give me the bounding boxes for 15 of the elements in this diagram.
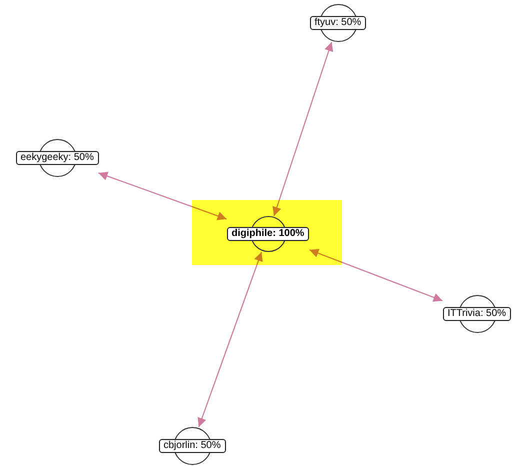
graph-node — [16, 139, 98, 177]
graph-node — [226, 216, 310, 252]
node-label: ITTrivia: 50% — [442, 307, 512, 321]
node-label: ftyuv: 50% — [310, 16, 366, 30]
node-label: eekygeeky: 50% — [16, 151, 99, 165]
graph-node — [442, 295, 512, 333]
arrow — [198, 252, 263, 428]
arrow — [272, 42, 334, 216]
graph-node — [310, 4, 366, 42]
node-label: digiphile: 100% — [226, 227, 310, 241]
highlight-box — [192, 200, 342, 265]
graph-node — [158, 427, 226, 465]
arrow — [98, 172, 227, 220]
arrow — [309, 248, 443, 302]
node-label: cbjorlin: 50% — [158, 439, 226, 453]
